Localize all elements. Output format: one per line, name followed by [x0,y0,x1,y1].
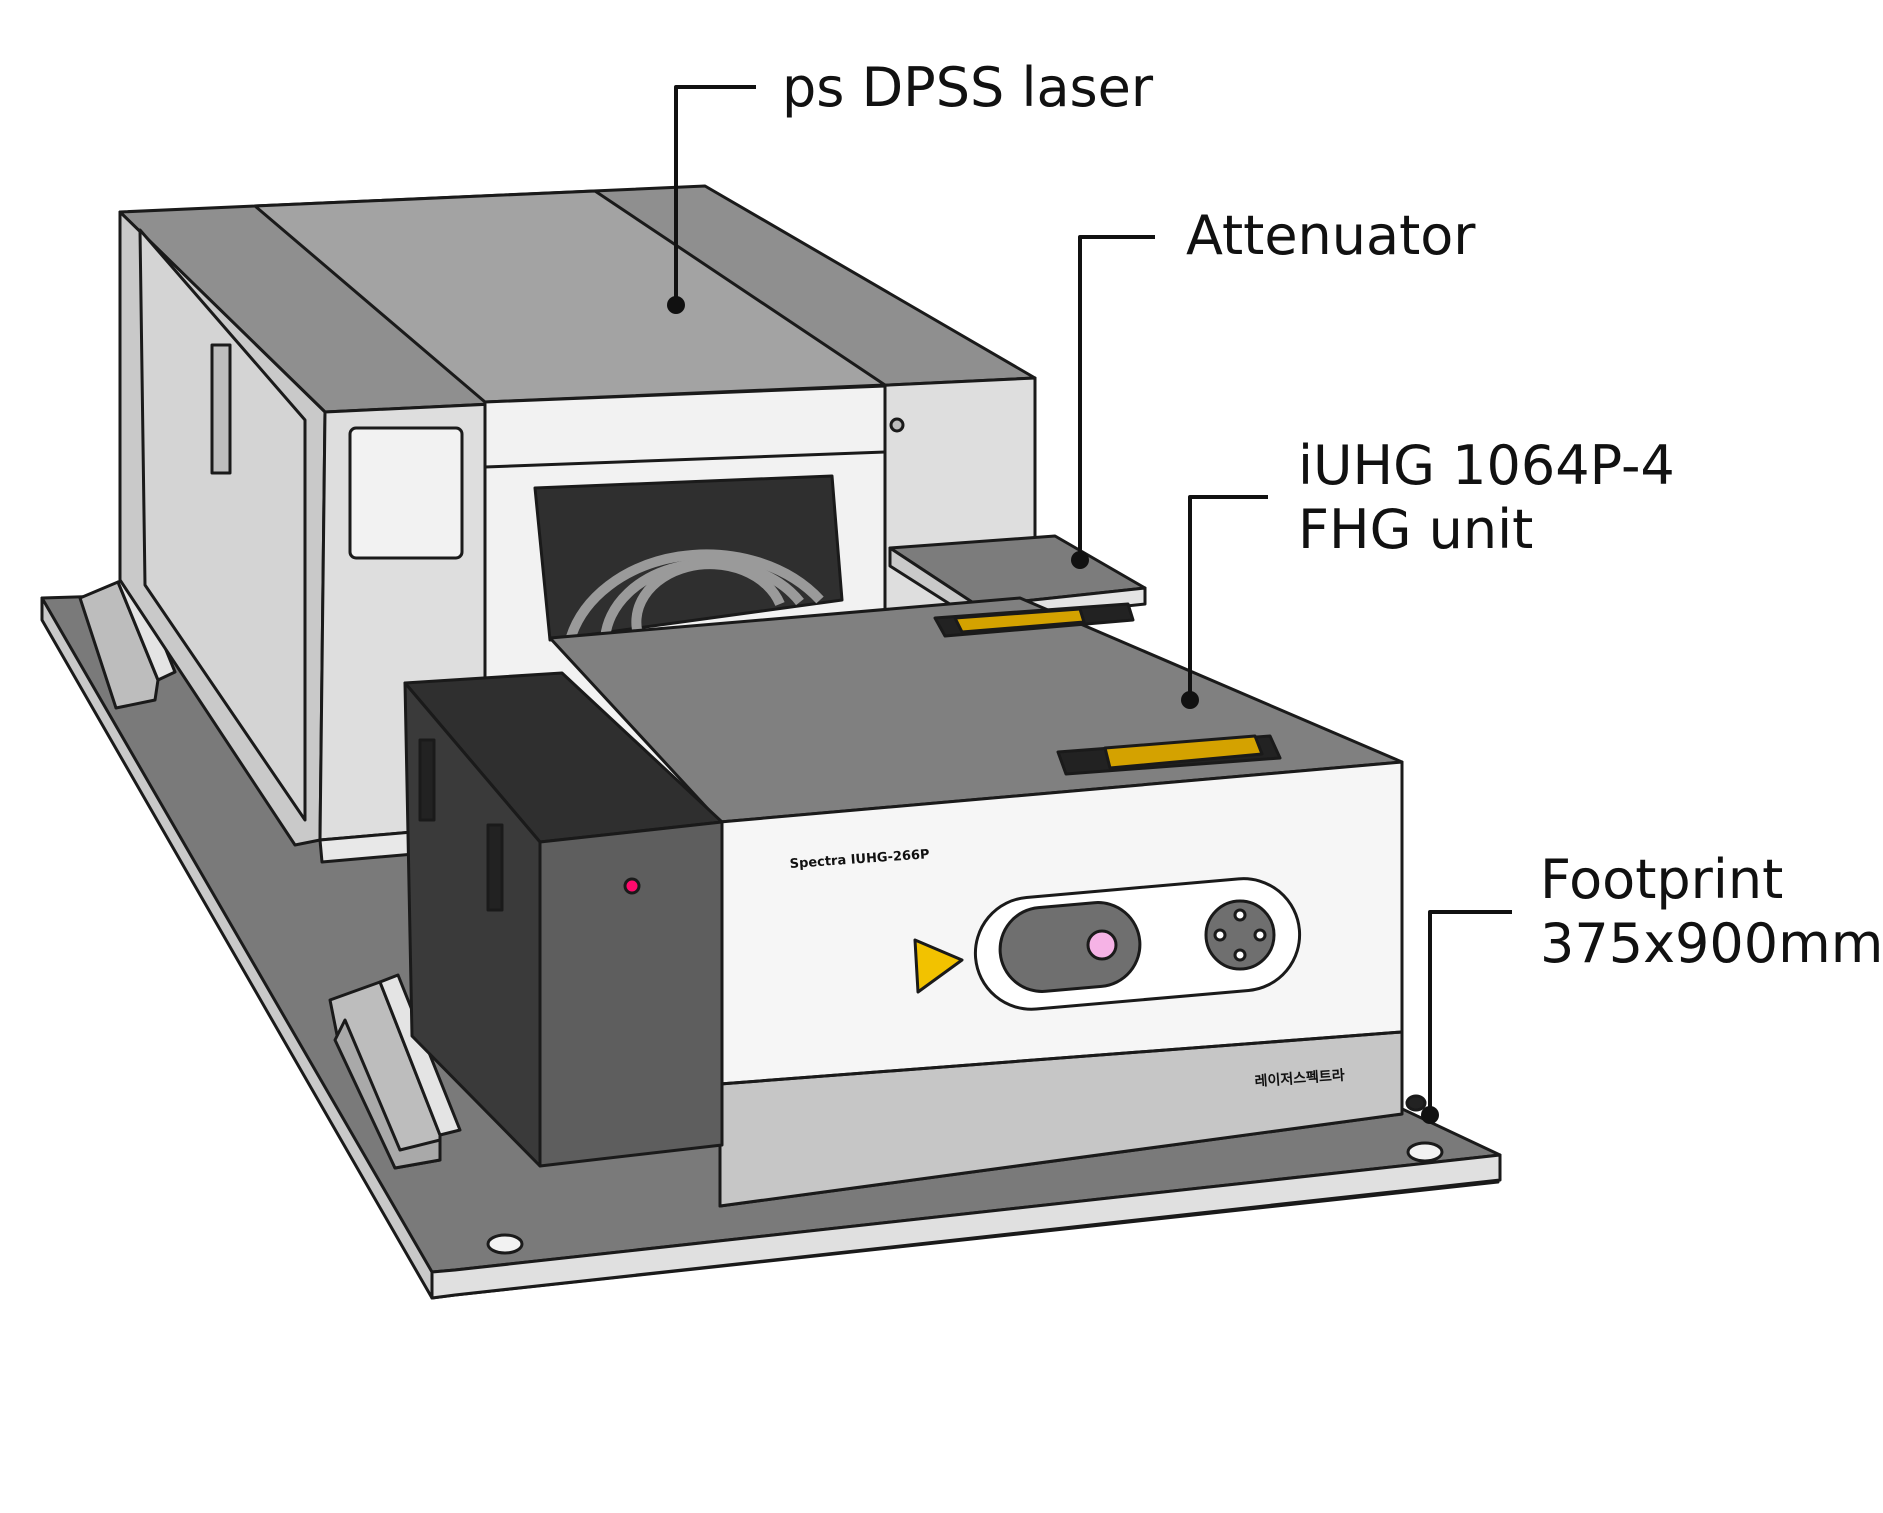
callout-label: Attenuator [1186,204,1476,267]
brand-mark: 레이저스펙트라 [1254,1067,1345,1090]
callout-dot [667,296,685,314]
callout-label-line2: FHG unit [1298,498,1534,561]
fan-grille-icon [533,474,844,642]
callout-label-line2: 375x900mm [1540,912,1883,975]
control-box [403,671,724,1168]
callout-label: ps DPSS laser [782,56,1154,119]
indicator-led [623,877,641,895]
callout-ps-dpss-laser: ps DPSS laser [782,56,1153,120]
callout-dot [1071,551,1089,569]
callout-label-line1: Footprint [1540,848,1784,911]
callout-dot [1421,1106,1439,1124]
callout-attenuator: Attenuator [1186,204,1476,268]
aperture-icon [973,877,1302,1011]
handle-icon [328,973,462,1170]
callout-leaders [674,85,1512,1115]
callout-dot [1181,691,1199,709]
callout-label-line1: iUHG 1064P-4 [1298,434,1675,497]
laser-warning-icon [913,938,964,994]
callout-footprint: Footprint 375x900mm [1540,848,1883,976]
callout-fhg-unit: iUHG 1064P-4 FHG unit [1298,434,1675,562]
fhg-unit [548,596,1404,1208]
